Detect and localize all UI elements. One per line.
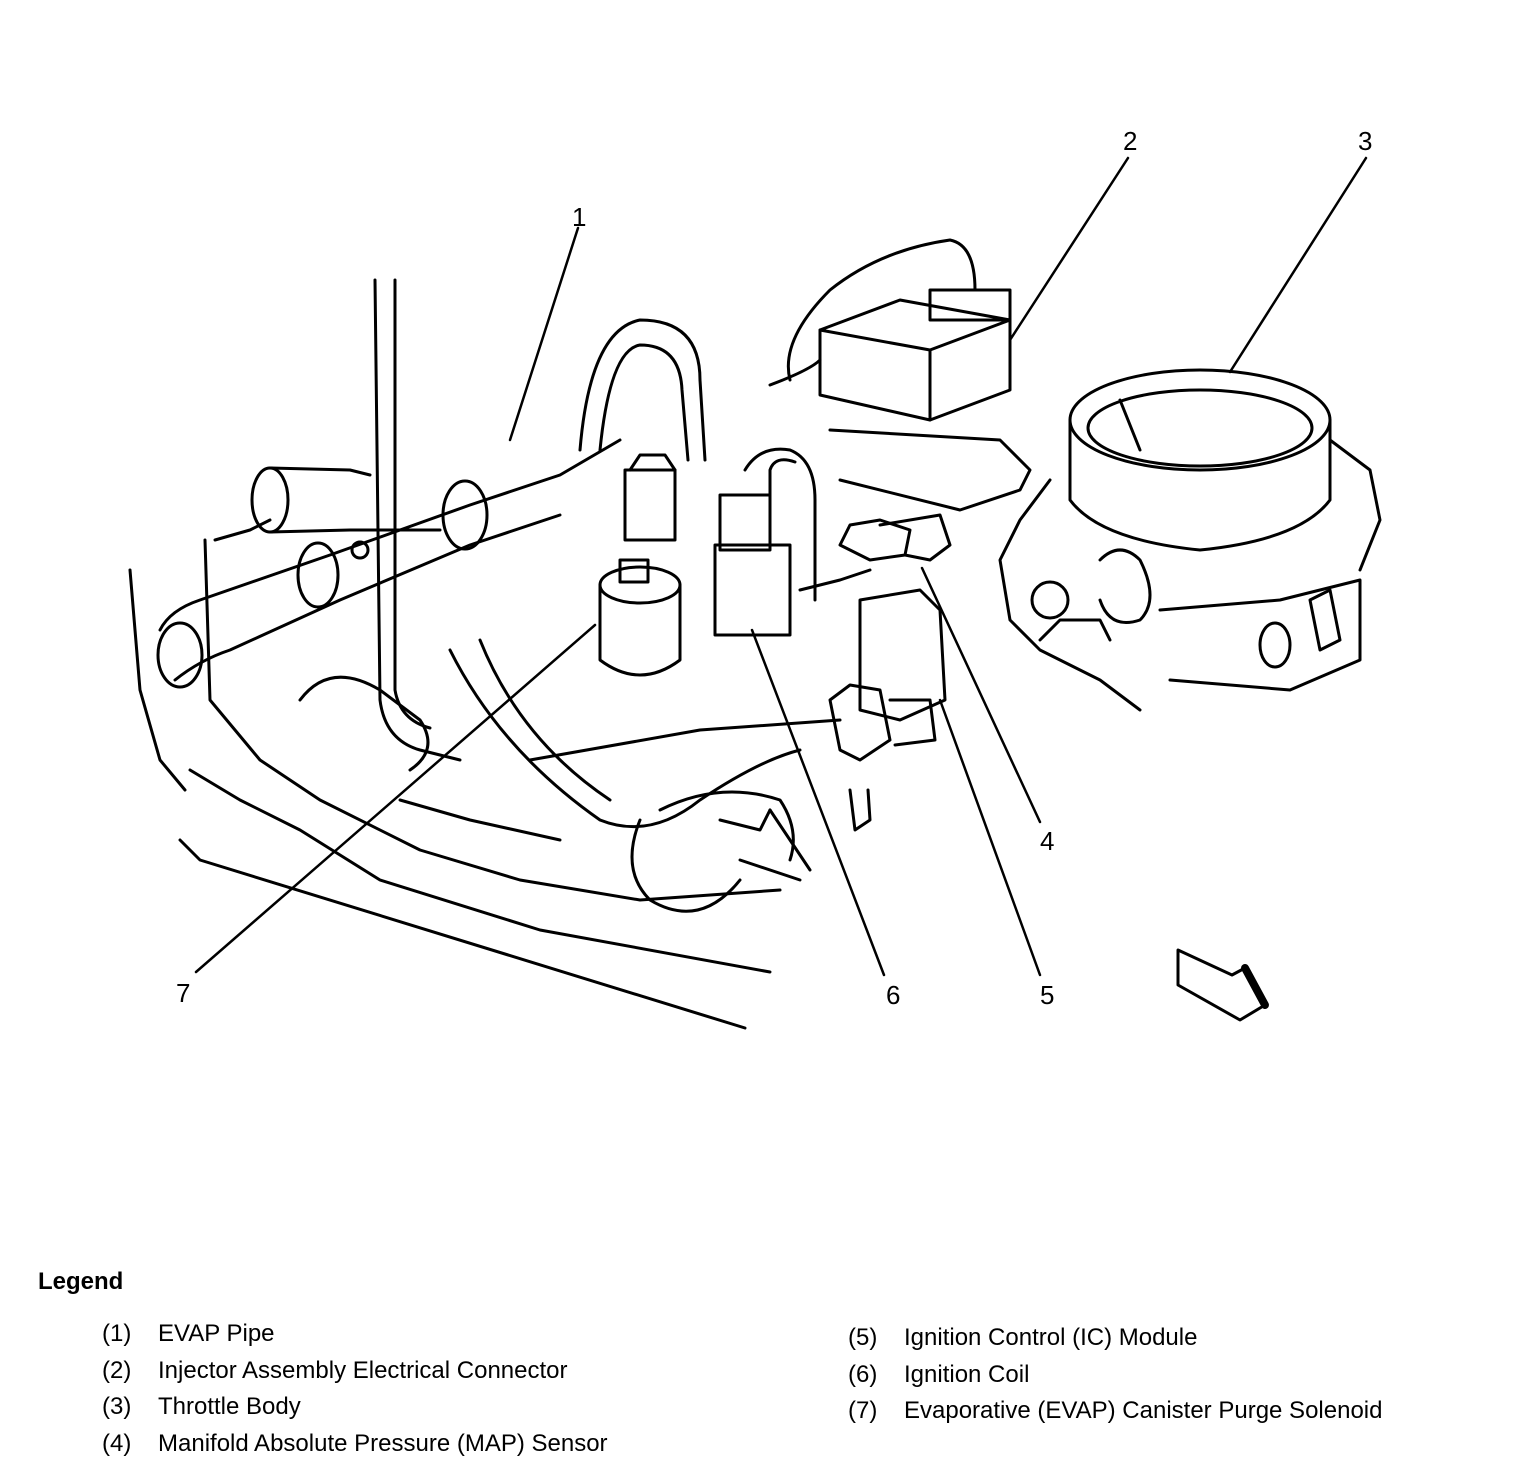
leader-line-6 xyxy=(750,628,886,977)
purge-hose-loop xyxy=(578,318,707,462)
evap-pipe-shape xyxy=(156,438,622,689)
callout-5: 5 xyxy=(1040,980,1055,1010)
callout-2: 2 xyxy=(1123,126,1138,156)
purge-solenoid-shape xyxy=(598,453,682,677)
legend-title: Legend xyxy=(38,1268,124,1295)
wiring-harness xyxy=(448,638,842,913)
legend-column-left: (1) EVAP Pipe (2) Injector Assembly Electr… xyxy=(102,1320,608,1466)
front-direction-arrow xyxy=(1176,948,1269,1022)
leader-line-4 xyxy=(920,566,1042,824)
legend-item-text: Ignition Control (IC) Module xyxy=(904,1324,1198,1351)
legend-item-text: Manifold Absolute Pressure (MAP) Sensor xyxy=(158,1429,608,1457)
vacuum-tube xyxy=(373,278,462,762)
legend-item-number: (2) xyxy=(102,1356,132,1384)
legend-item-text: EVAP Pipe xyxy=(158,1320,275,1347)
legend-item: (3) Throttle Body xyxy=(102,1393,608,1430)
legend-item-number: (3) xyxy=(102,1393,132,1420)
leader-line-5 xyxy=(938,698,1042,977)
legend-item: (4) Manifold Absolute Pressure (MAP) Sens… xyxy=(102,1430,608,1467)
legend-item-text: Ignition Coil xyxy=(904,1360,1030,1388)
legend-item-text: Evaporative (EVAP) Canister Purge Soleno… xyxy=(904,1397,1383,1424)
engine-base-outline xyxy=(128,518,872,1030)
legend-item: (6) Ignition Coil xyxy=(848,1361,1382,1398)
legend-item-text: Injector Assembly Electrical Connector xyxy=(158,1356,568,1384)
leader-line-1 xyxy=(508,226,580,442)
callout-6: 6 xyxy=(886,980,901,1010)
leader-lines xyxy=(194,156,1368,977)
engine-component-illustration xyxy=(128,156,1382,1030)
ignition-coil-shape xyxy=(713,447,817,637)
legend-item: (1) EVAP Pipe xyxy=(102,1320,608,1357)
legend-item-number: (1) xyxy=(102,1320,132,1347)
ic-module-shape xyxy=(828,588,947,762)
legend-item: (5) Ignition Control (IC) Module xyxy=(848,1324,1382,1361)
legend-item-number: (7) xyxy=(848,1397,878,1424)
legend-item-text: Throttle Body xyxy=(158,1393,301,1420)
callout-1: 1 xyxy=(572,202,587,232)
legend-column-right: (5) Ignition Control (IC) Module (6) Ignit… xyxy=(848,1324,1382,1434)
legend-item: (7) Evaporative (EVAP) Canister Purge Sol… xyxy=(848,1397,1382,1434)
leader-line-7 xyxy=(194,623,597,974)
legend-item-number: (6) xyxy=(848,1360,878,1388)
map-sensor-shape xyxy=(798,513,952,592)
legend-item-number: (4) xyxy=(102,1429,132,1457)
throttle-body-shape xyxy=(998,368,1382,712)
leader-line-3 xyxy=(1228,156,1368,374)
callout-7: 7 xyxy=(176,978,191,1008)
legend-item-number: (5) xyxy=(848,1324,878,1351)
leader-line-2 xyxy=(1008,156,1130,342)
injector-connector-shape xyxy=(768,238,1032,512)
legend-item: (2) Injector Assembly Electrical Connecto… xyxy=(102,1357,608,1394)
callout-4: 4 xyxy=(1040,826,1055,856)
callout-3: 3 xyxy=(1358,126,1373,156)
